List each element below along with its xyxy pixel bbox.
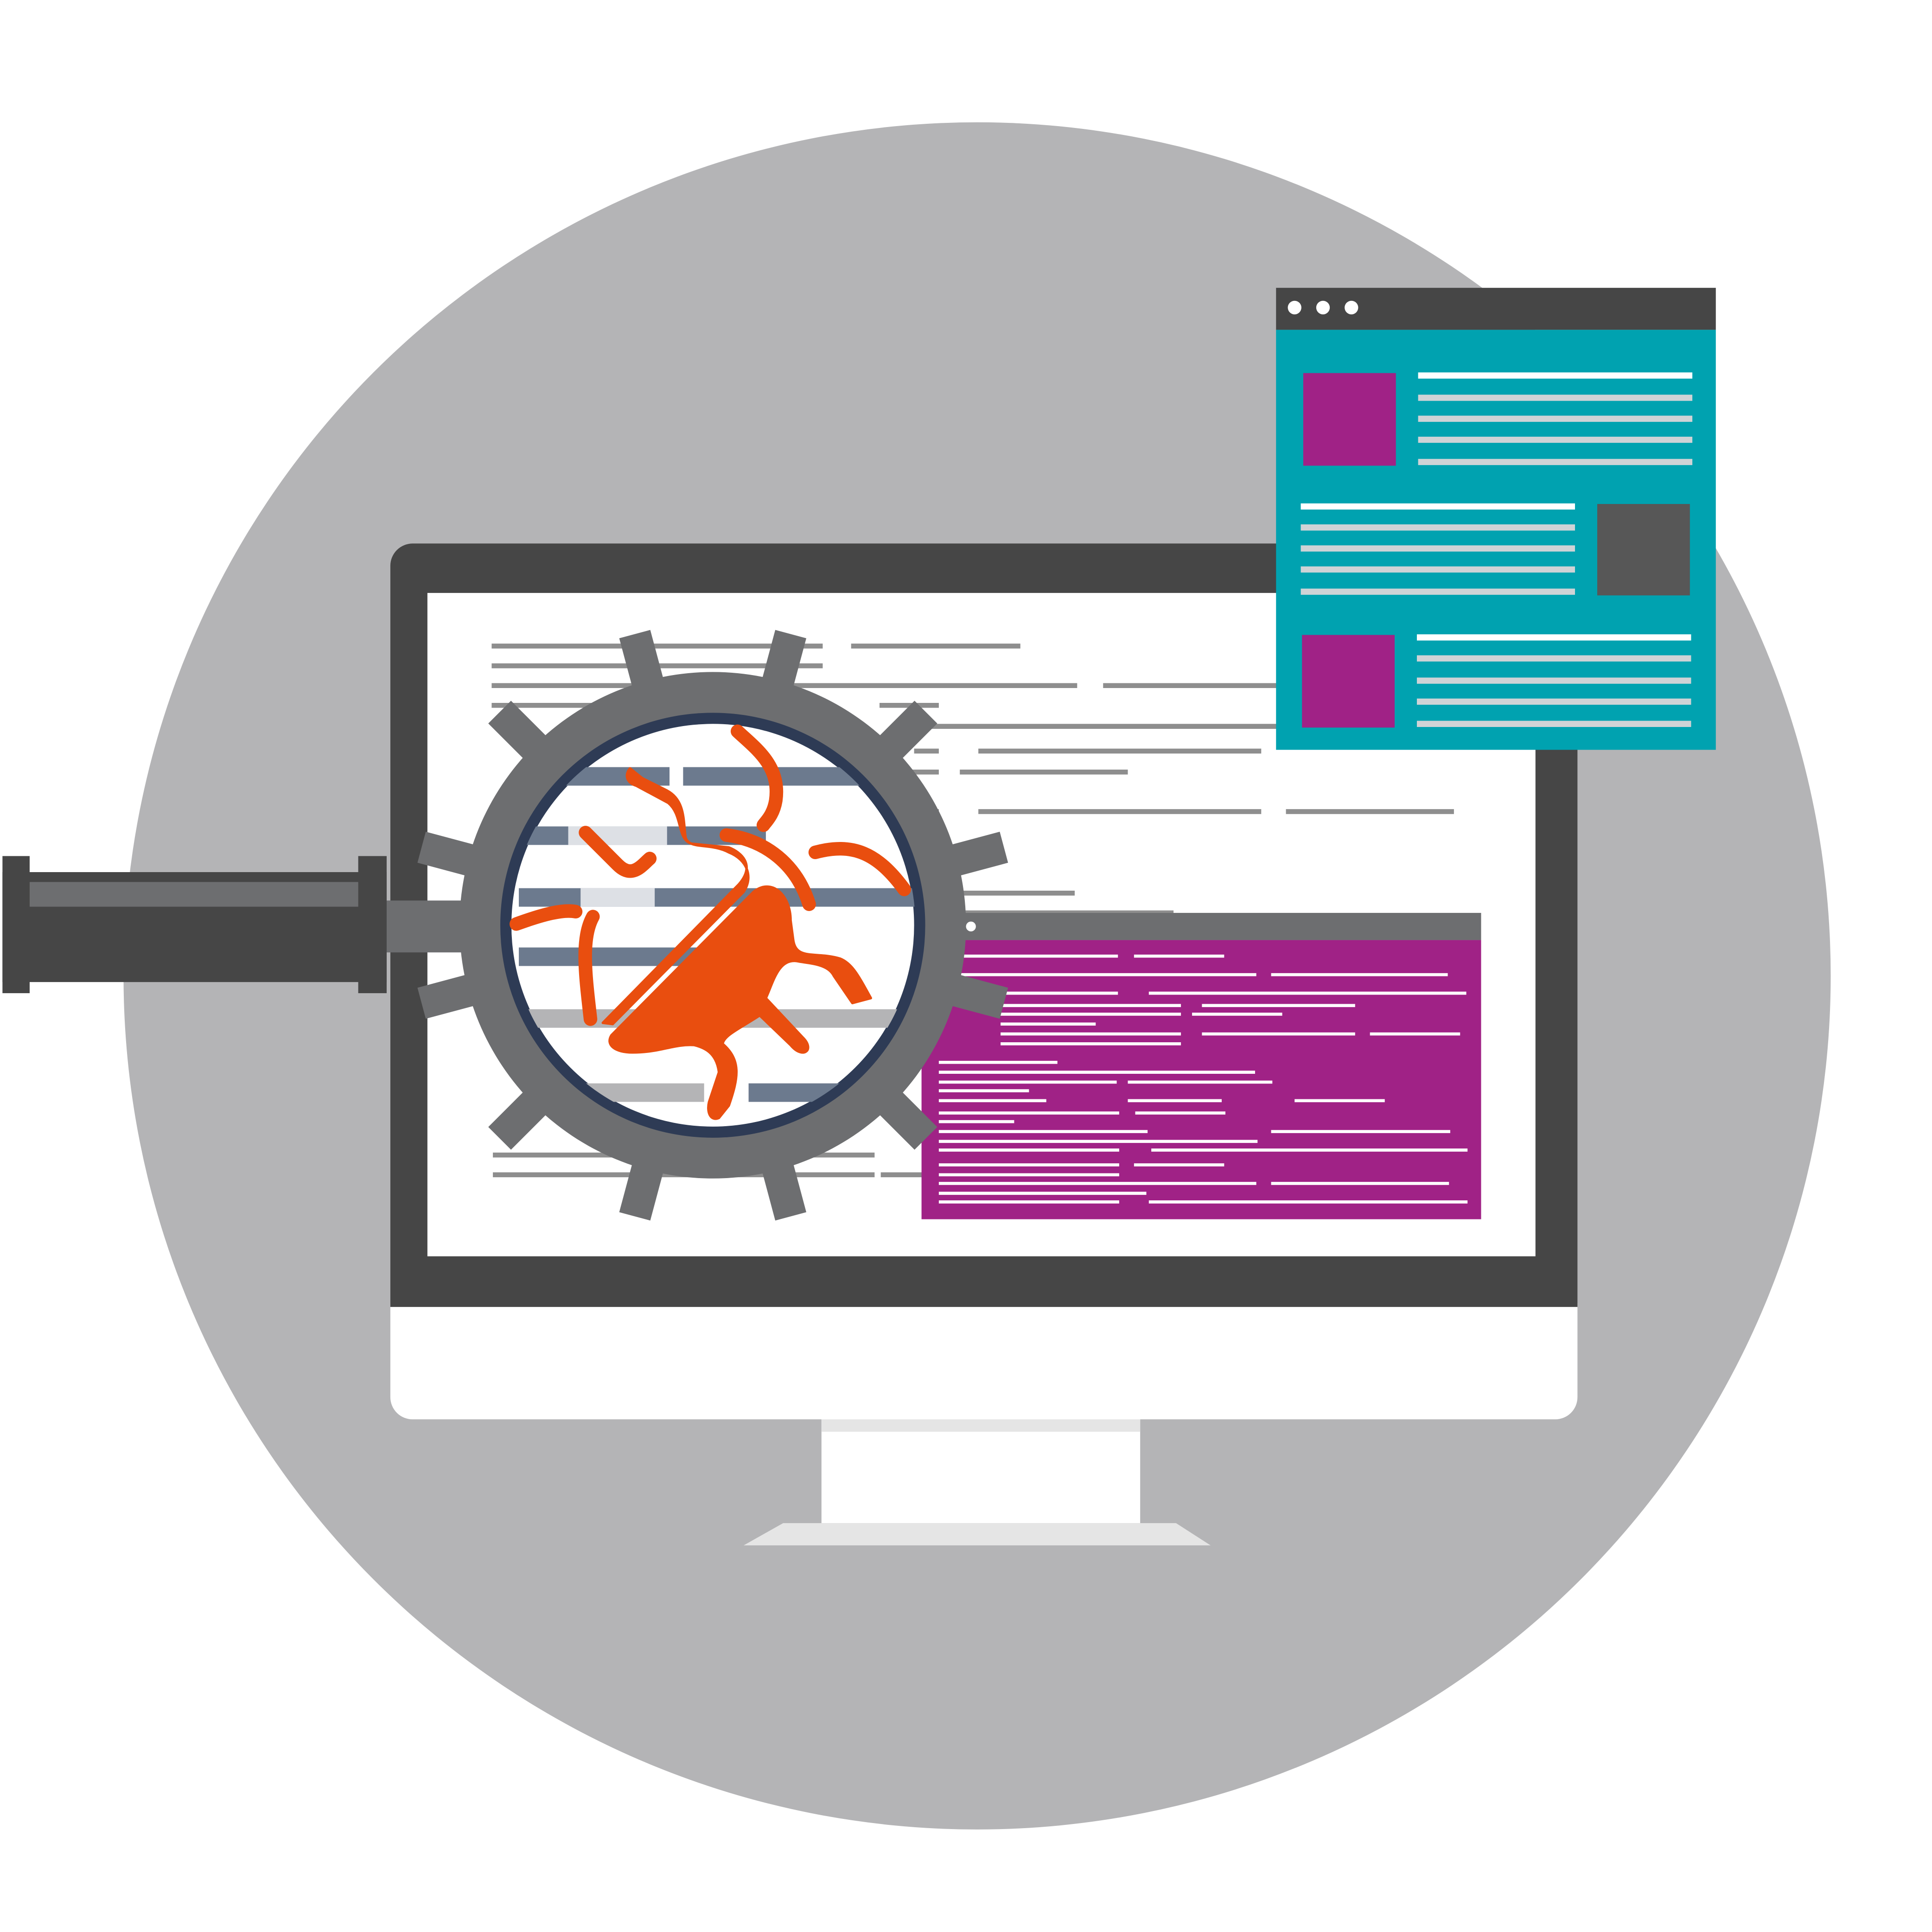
browser-titlebar bbox=[1276, 287, 1716, 330]
magnifier-gear-icon bbox=[2, 630, 1008, 1221]
bug-lower bbox=[608, 885, 873, 1120]
browser-text-block-3 bbox=[1416, 634, 1691, 727]
code-panel-header bbox=[921, 912, 1481, 940]
code-panel-body bbox=[921, 940, 1481, 1219]
window-dot-minimize-icon bbox=[1316, 300, 1330, 315]
bug-icon bbox=[510, 724, 911, 1120]
browser-text-block-1 bbox=[1418, 372, 1693, 465]
magnifier-handle bbox=[2, 856, 473, 994]
browser-image-block-1 bbox=[1303, 373, 1396, 466]
browser-window-icon bbox=[1276, 287, 1716, 750]
window-dot-close-icon bbox=[1288, 300, 1301, 315]
code-panel-dot bbox=[966, 921, 976, 931]
browser-image-block-3 bbox=[1302, 635, 1395, 728]
monitor-stand-shade bbox=[821, 1418, 1141, 1432]
bug-upper bbox=[601, 767, 750, 1026]
browser-image-block-2 bbox=[1597, 504, 1690, 596]
monitor-stand-neck bbox=[821, 1416, 1141, 1524]
monitor-chin bbox=[390, 1303, 1578, 1420]
window-dot-maximize-icon bbox=[1345, 300, 1358, 315]
code-lines bbox=[938, 954, 1468, 1204]
monitor-stand-base bbox=[743, 1523, 1211, 1546]
browser-text-block-2 bbox=[1301, 503, 1575, 595]
code-panel-icon bbox=[921, 912, 1481, 1219]
